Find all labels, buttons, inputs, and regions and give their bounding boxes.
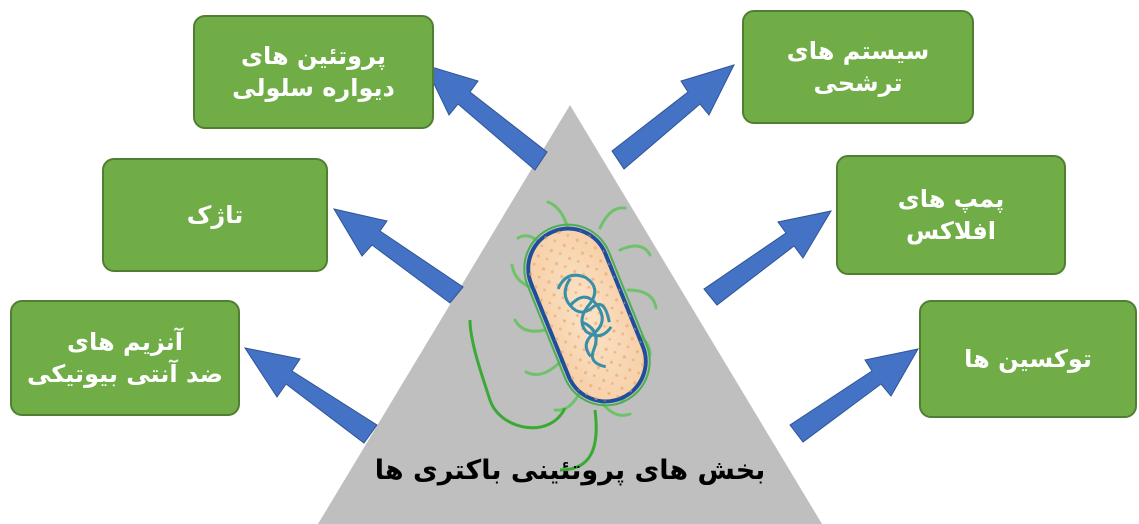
arrow-to-antibiotic-enzymes xyxy=(245,348,377,443)
secretion-systems-line2: ترشحی xyxy=(813,67,902,99)
efflux-pumps-line2: افلاکس xyxy=(906,215,996,247)
efflux-pumps-line1: پمپ های xyxy=(898,183,1005,215)
arrow-to-efflux-pumps xyxy=(704,211,831,305)
cell-wall-proteins-box: پروتئین های دیواره سلولی xyxy=(193,15,434,129)
flagellum-label: تاژک xyxy=(187,199,243,231)
arrow-to-toxins xyxy=(790,349,918,442)
efflux-pumps-box: پمپ های افلاکس xyxy=(836,155,1066,275)
cell-wall-proteins-line1: پروتئین های xyxy=(241,40,386,72)
antibiotic-enzymes-line2: ضد آنتی بیوتیکی xyxy=(27,358,223,390)
flagellum-box: تاژک xyxy=(102,158,328,272)
toxins-box: توکسین ها xyxy=(919,300,1137,418)
arrow-to-secretion-systems xyxy=(612,65,734,169)
center-title: بخش های پروتئینی باکتری ها xyxy=(330,455,810,486)
arrow-to-flagellum xyxy=(334,209,463,303)
toxins-label: توکسین ها xyxy=(964,343,1092,375)
cell-wall-proteins-line2: دیواره سلولی xyxy=(232,72,395,104)
arrow-to-cell-wall-proteins xyxy=(425,65,547,170)
antibiotic-enzymes-box: آنزیم های ضد آنتی بیوتیکی xyxy=(10,300,240,416)
antibiotic-enzymes-line1: آنزیم های xyxy=(67,326,183,358)
secretion-systems-box: سیستم های ترشحی xyxy=(742,10,974,124)
secretion-systems-line1: سیستم های xyxy=(787,35,929,67)
